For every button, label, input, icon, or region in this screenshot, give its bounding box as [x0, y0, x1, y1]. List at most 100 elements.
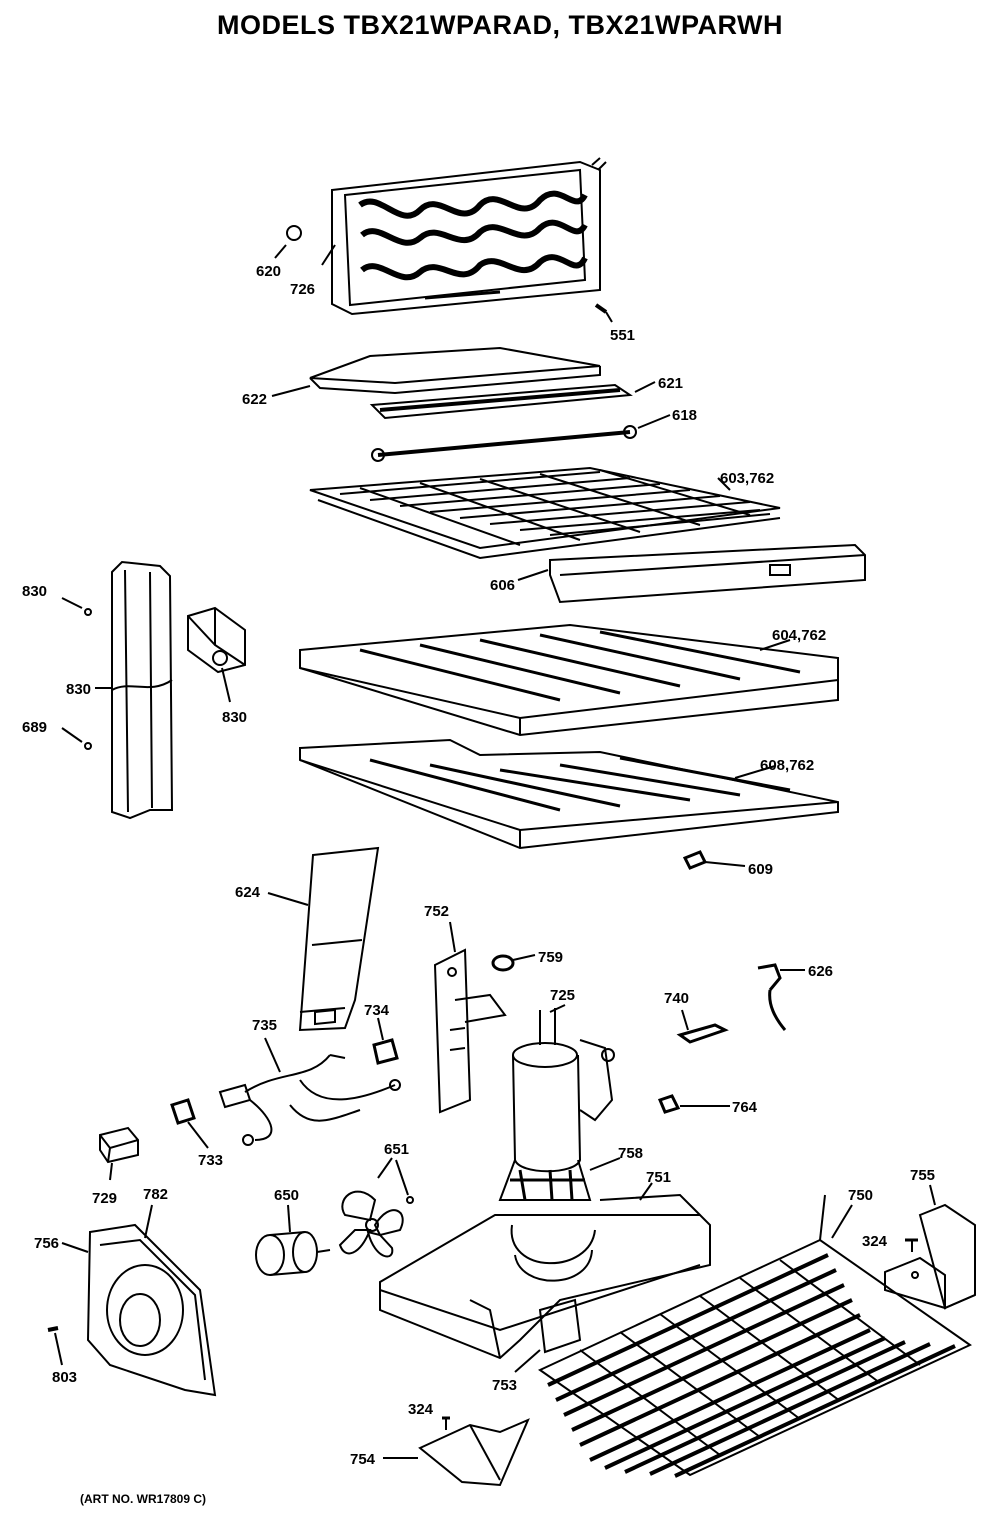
part-729	[100, 1128, 138, 1180]
leader-752	[450, 922, 455, 952]
part-551	[596, 305, 612, 322]
part-618	[372, 426, 636, 461]
leader-603	[718, 478, 730, 490]
part-740	[680, 1010, 725, 1042]
label-782: 782	[143, 1186, 168, 1203]
label-752: 752	[424, 903, 449, 920]
part-733	[172, 1100, 208, 1148]
label-733: 733	[198, 1152, 223, 1169]
part-830-housing	[188, 608, 245, 672]
label-740: 740	[664, 990, 689, 1007]
leader-726	[322, 245, 335, 265]
part-782-shroud	[88, 1225, 215, 1395]
part-751-base	[380, 1195, 710, 1358]
label-756: 756	[34, 1235, 59, 1252]
evaporator-726	[332, 158, 606, 314]
part-labels: 620 726 551 622 621 618 603,762 606 830 …	[22, 263, 935, 1468]
leader-689	[62, 728, 82, 742]
label-603-762: 603,762	[720, 470, 774, 487]
part-759	[493, 955, 535, 970]
leader-830a	[62, 598, 82, 608]
label-759: 759	[538, 949, 563, 966]
part-626	[758, 965, 805, 1030]
label-764: 764	[732, 1099, 758, 1116]
leader-756	[62, 1243, 88, 1252]
art-number: (ART NO. WR17809 C)	[80, 1492, 207, 1506]
part-606	[550, 545, 865, 602]
part-734	[374, 1018, 397, 1063]
label-609: 609	[748, 861, 773, 878]
label-830a: 830	[22, 583, 47, 600]
leader-830c	[222, 668, 230, 702]
label-650: 650	[274, 1187, 299, 1204]
label-606: 606	[490, 577, 515, 594]
part-830-channel	[112, 562, 172, 818]
screw-689	[85, 743, 91, 749]
leader-650	[288, 1205, 290, 1232]
leader-608	[735, 766, 775, 778]
part-608-shelf	[300, 740, 838, 848]
label-735: 735	[252, 1017, 277, 1034]
part-764	[660, 1096, 730, 1112]
label-803: 803	[52, 1369, 77, 1386]
leader-755	[930, 1185, 935, 1205]
leader-618	[638, 415, 670, 428]
part-603-shelf	[310, 468, 780, 558]
part-750-condenser	[540, 1195, 970, 1476]
label-758: 758	[618, 1145, 643, 1162]
leader-651	[378, 1158, 408, 1195]
leader-621	[635, 382, 655, 392]
label-753: 753	[492, 1377, 517, 1394]
label-725: 725	[550, 987, 575, 1004]
leader-622	[272, 386, 310, 396]
label-620: 620	[256, 263, 281, 280]
label-830c: 830	[222, 709, 247, 726]
part-324b	[442, 1418, 450, 1430]
screw-830	[85, 609, 91, 615]
label-324b: 324	[408, 1401, 434, 1418]
label-689: 689	[22, 719, 47, 736]
part-752	[435, 950, 505, 1112]
part-609	[685, 852, 745, 868]
part-803	[48, 1328, 62, 1365]
part-651-fan	[340, 1192, 413, 1257]
part-620	[275, 226, 301, 258]
part-621	[372, 385, 630, 418]
part-725-compressor	[500, 1008, 614, 1200]
label-608-762: 608,762	[760, 757, 814, 774]
label-754: 754	[350, 1451, 376, 1468]
label-726: 726	[290, 281, 315, 298]
label-751: 751	[646, 1169, 671, 1186]
leader-758	[590, 1158, 620, 1170]
label-551: 551	[610, 327, 635, 344]
leader-604	[760, 640, 790, 650]
label-729: 729	[92, 1190, 117, 1207]
label-604-762: 604,762	[772, 627, 826, 644]
leader-624	[268, 893, 308, 905]
part-754	[420, 1420, 528, 1485]
leader-782	[145, 1205, 152, 1238]
part-622	[310, 348, 600, 393]
label-626: 626	[808, 963, 833, 980]
leader-725	[550, 1005, 565, 1012]
label-622: 622	[242, 391, 267, 408]
part-624	[300, 848, 378, 1030]
label-621: 621	[658, 375, 683, 392]
part-604-shelf	[300, 625, 838, 735]
label-324a: 324	[862, 1233, 888, 1250]
label-624: 624	[235, 884, 261, 901]
leader-753	[515, 1350, 540, 1372]
part-324a	[905, 1240, 918, 1252]
leader-751	[640, 1183, 652, 1200]
label-734: 734	[364, 1002, 390, 1019]
leader-750	[832, 1205, 852, 1238]
leader-606	[518, 570, 548, 580]
label-750: 750	[848, 1187, 873, 1204]
label-830b: 830	[66, 681, 91, 698]
part-735-harness	[220, 1038, 400, 1145]
label-755: 755	[910, 1167, 935, 1184]
label-651: 651	[384, 1141, 409, 1158]
part-755	[885, 1205, 975, 1308]
label-618: 618	[672, 407, 697, 424]
